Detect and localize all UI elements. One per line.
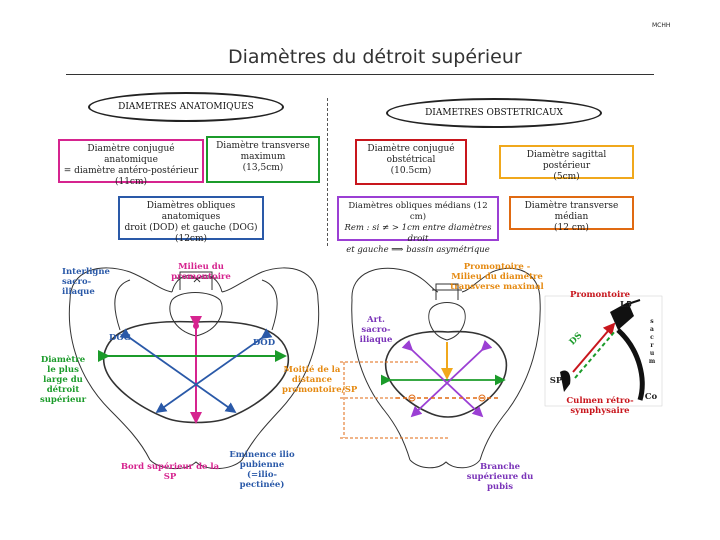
column-divider <box>327 98 328 246</box>
label-art-sacro-iliaque: Art. sacro-iliaque <box>359 315 393 345</box>
label-diametre-large: Diamètre le plus large du détroit supéri… <box>39 355 87 405</box>
l5-vertebra <box>610 302 634 330</box>
anatomical-header: DIAMETRES ANATOMIQUES <box>88 92 284 122</box>
label-bord-sp: Bord supérieur de la SP <box>120 462 220 482</box>
label-branche-pubis: Branche supérieure du pubis <box>466 462 534 492</box>
corner-label: MCHH <box>652 22 671 29</box>
label-co: Co <box>644 392 658 402</box>
box-obliques-median: Diamètres obliques médians (12 cm)Rem : … <box>337 196 499 255</box>
ds-line <box>574 329 617 379</box>
label-dod: DOD <box>252 338 276 348</box>
box-sagittal-posterior: Diamètre sagittal postérieur(5cm) <box>499 145 634 182</box>
label-culmen: Culmen rétro-symphysaire <box>566 396 634 416</box>
conjugate-arrow <box>572 322 616 373</box>
obstetrical-header: DIAMETRES OBSTETRICAUX <box>386 98 602 128</box>
label-moitie-distance: Moitié de la distance promontoire/SP <box>282 365 358 395</box>
title-divider <box>66 74 654 75</box>
label-l5: L5 <box>620 300 632 310</box>
label-milieu-promontoire: Milieu du promontoire <box>171 262 231 282</box>
label-promontoire-milieu: Promontoire - Milieu du diamètre transve… <box>450 262 544 292</box>
label-sp: SP <box>549 376 563 386</box>
sacrum-curve <box>616 328 645 401</box>
page-title: Diamètres du détroit supérieur <box>228 46 522 68</box>
box-conjugate-anatomical: Diamètre conjugué anatomique= diamètre a… <box>58 139 204 187</box>
pubic-symphysis <box>560 370 571 392</box>
label-sacrum: s a c r u m <box>648 318 656 365</box>
box-transverse-median: Diamètre transverse médian(12 cm) <box>509 196 634 233</box>
label-dog: DOG <box>108 333 132 343</box>
label-interligne: Interligne sacro-iliaque <box>62 267 110 297</box>
label-eminence: Eminence ilio pubienne (=ilio-pectinée) <box>229 450 295 490</box>
label-promontoire: Promontoire <box>570 290 631 300</box>
